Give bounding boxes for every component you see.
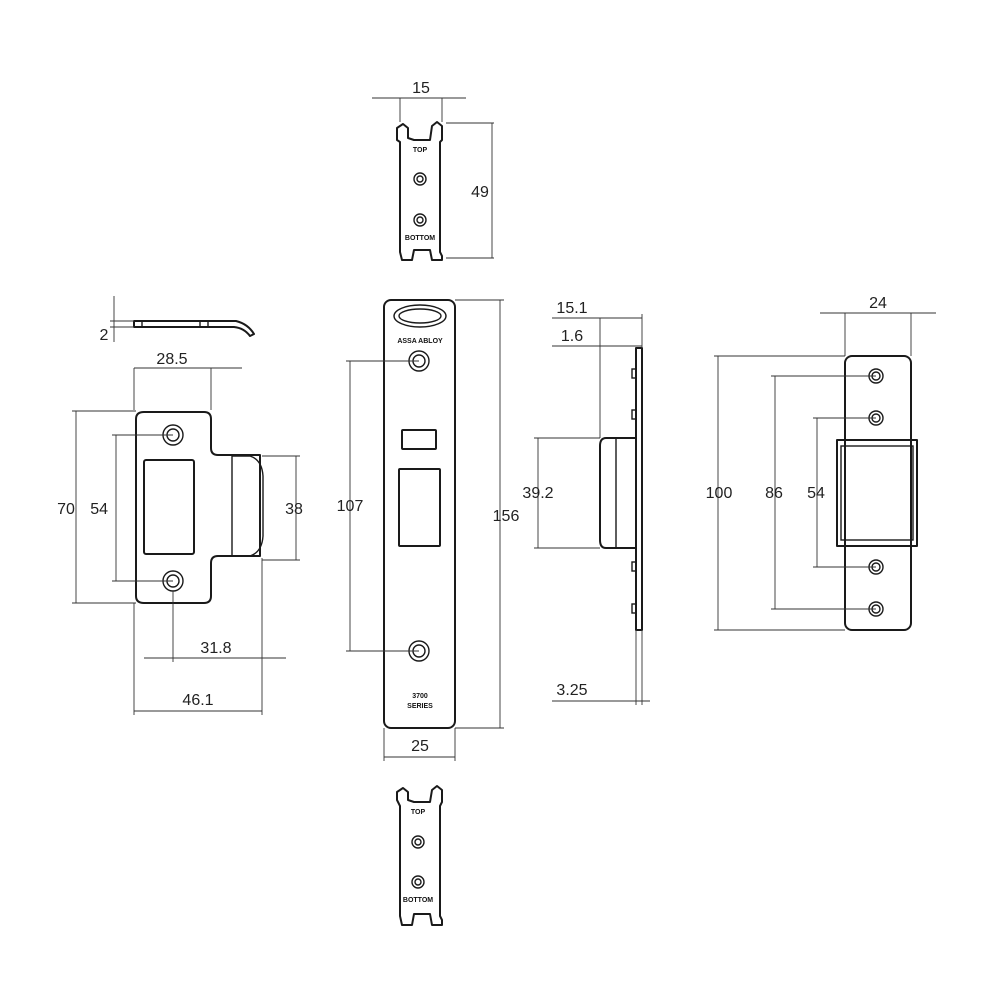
- top-plate-hole-upper: [413, 172, 427, 186]
- strike-plate-outline: [135, 411, 261, 604]
- top-plate-view: TOP BOTTOM 15 49: [372, 80, 494, 261]
- strike-plate-latch-opening: [143, 459, 195, 555]
- box-width-label: 24: [869, 295, 887, 312]
- top-plate-height-label: 49: [471, 184, 489, 201]
- strike-plate-view: 28.5 70 54 38 31.8 46.1: [57, 351, 303, 715]
- side-box-height-label: 39.2: [522, 485, 553, 502]
- side-tab-label: 3.25: [556, 682, 587, 699]
- strike-height-label: 70: [57, 501, 75, 518]
- faceplate-width-label: 25: [411, 738, 429, 755]
- strike-width-top-label: 28.5: [156, 351, 187, 368]
- faceplate-length-label: 156: [493, 508, 520, 525]
- strike-profile-view: 2: [100, 296, 255, 344]
- side-view-tab-2: [631, 409, 637, 420]
- faceplate-hole-spacing-label: 107: [337, 498, 364, 515]
- top-plate-mark-bottom: BOTTOM: [405, 235, 435, 242]
- side-view-latch-body: [599, 437, 637, 549]
- faceplate-latch-slot: [398, 468, 441, 547]
- strike-thickness-label: 2: [100, 327, 109, 344]
- top-plate-outline: [396, 121, 443, 261]
- side-depth-label: 15.1: [556, 300, 587, 317]
- box-hole-spacing-inner-label: 54: [807, 485, 825, 502]
- top-plate-mark-top: TOP: [413, 147, 428, 154]
- box-view-box: [836, 439, 918, 547]
- faceplate-deadlatch-slot: [401, 429, 437, 450]
- series-label: SERIES: [407, 703, 433, 710]
- bottom-plate-outline: [396, 785, 443, 926]
- faceplate-outline: [383, 299, 456, 729]
- bottom-plate-mark-bottom: BOTTOM: [403, 897, 433, 904]
- top-plate-width-label: 15: [412, 80, 430, 97]
- brand-label: ASSA ABLOY: [397, 338, 443, 345]
- box-view-plate: [844, 355, 912, 631]
- strike-lip-offset-label: 31.8: [200, 640, 231, 657]
- strike-plate-box-lip: [231, 455, 264, 557]
- side-view: 15.1 1.6 39.2 3.25: [522, 300, 650, 705]
- side-view-tab-1: [631, 368, 637, 379]
- series-number: 3700: [412, 693, 428, 700]
- bottom-plate-hole-lower: [411, 875, 425, 889]
- box-view: 24 100 86 54: [706, 295, 936, 631]
- strike-profile-outline: [133, 320, 255, 337]
- box-length-label: 100: [706, 485, 733, 502]
- side-view-tab-4: [631, 603, 637, 614]
- bottom-plate-mark-top: TOP: [411, 809, 426, 816]
- strike-hole-spacing-label: 54: [90, 501, 108, 518]
- strike-box-height-label: 38: [285, 501, 303, 518]
- side-plate-thickness-label: 1.6: [561, 328, 583, 345]
- bottom-plate-hole-upper: [411, 835, 425, 849]
- bottom-plate-view: TOP BOTTOM: [396, 785, 443, 926]
- top-plate-hole-lower: [413, 213, 427, 227]
- faceplate-view: ASSA ABLOY 3700 SERIES 107 156 25: [337, 299, 520, 761]
- box-hole-spacing-outer-label: 86: [765, 485, 783, 502]
- side-view-tab-3: [631, 561, 637, 572]
- strike-overall-width-label: 46.1: [182, 692, 213, 709]
- brand-logo: [393, 304, 447, 328]
